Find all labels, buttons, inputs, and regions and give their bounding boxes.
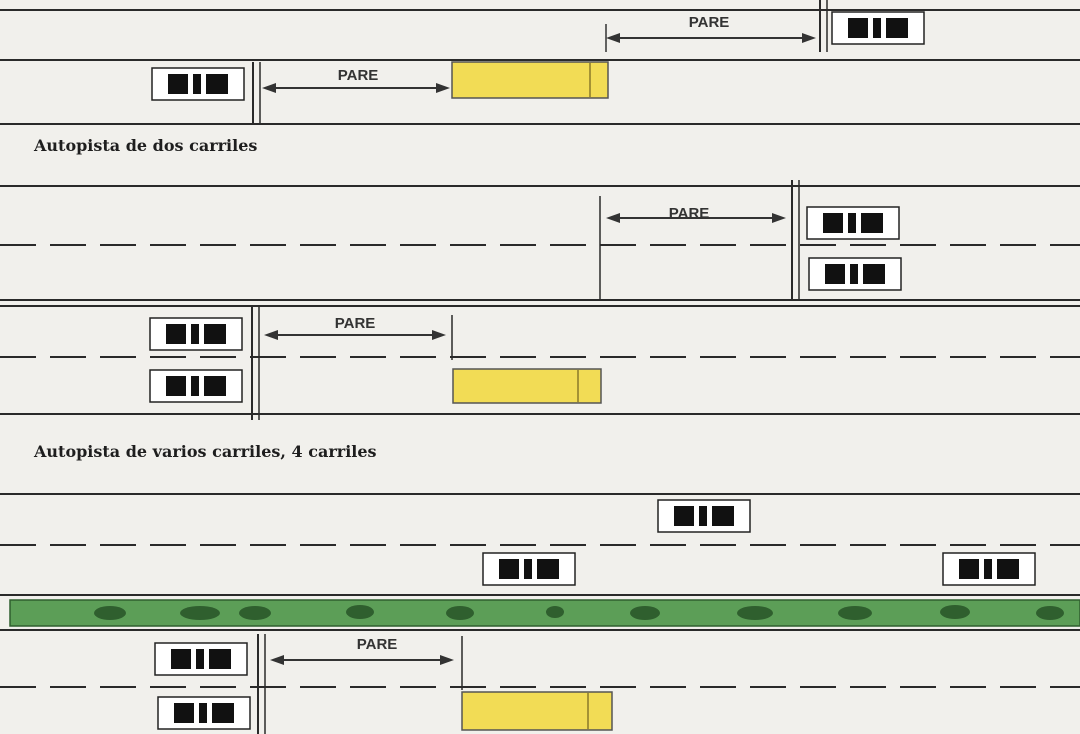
two-lane-caption: Autopista de dos carriles [34,136,258,155]
stop-distance-arrow [264,330,446,340]
school-bus [461,691,613,731]
stop-distance-arrow [270,655,454,665]
car [482,552,576,586]
car [942,552,1036,586]
car [151,67,245,101]
car [157,696,251,730]
stop-distance-label: PARE [335,315,376,332]
median-strip [9,599,1080,627]
stop-distance-arrow [605,24,816,52]
car [808,257,902,291]
four-lane-road: PARE PARE [0,180,1080,420]
stop-distance-label: PARE [689,14,730,31]
divided-highway: PARE [0,493,1080,734]
car [154,642,248,676]
car [657,499,751,533]
multi-lane-caption: Autopista de varios carriles, 4 carriles [34,442,377,461]
stop-distance-label: PARE [357,636,398,653]
car [149,369,243,403]
car [806,206,900,240]
stop-distance-arrow [606,213,786,223]
school-bus [451,61,609,99]
stop-distance-label: PARE [669,205,710,222]
car [149,317,243,351]
two-lane-road: PARE PARE [0,0,1080,125]
stop-distance-label: PARE [338,67,379,84]
stop-distance-arrow [262,83,450,93]
school-bus [452,368,602,404]
car [831,11,925,45]
median-shrubs [94,605,1064,620]
